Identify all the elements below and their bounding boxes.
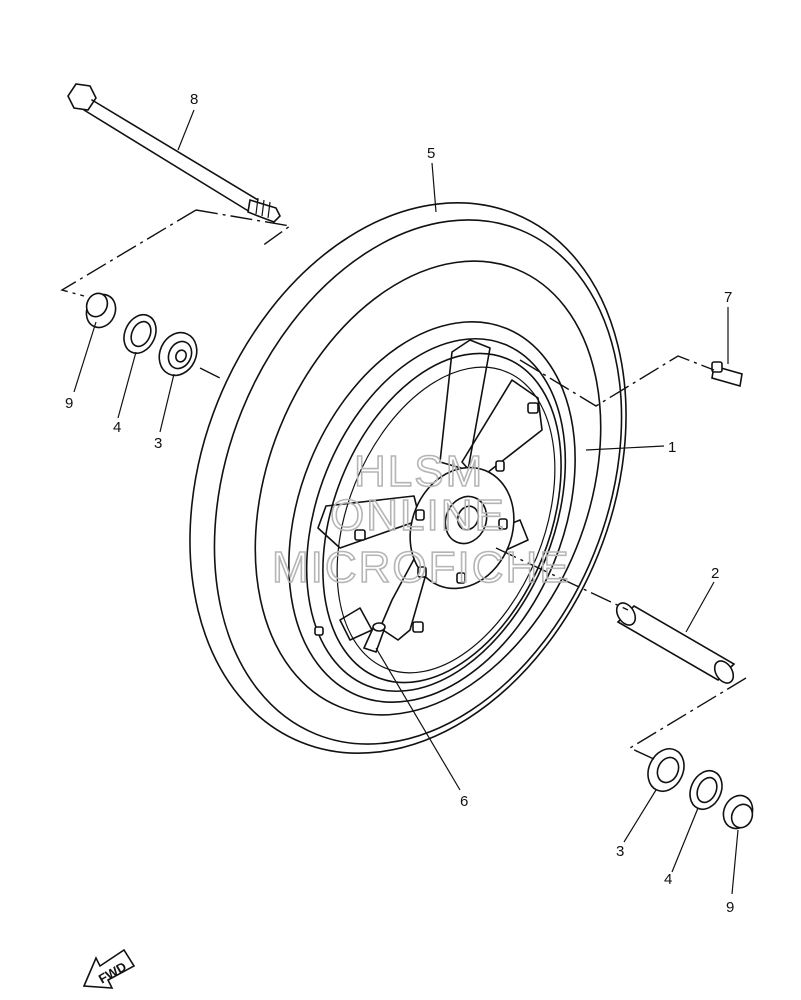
collar-right-small — [722, 794, 754, 830]
assembly-lines — [60, 209, 747, 761]
callout-3-right: 3 — [616, 843, 624, 860]
callouts: 8 5 7 1 2 6 9 4 3 3 4 9 — [65, 91, 734, 916]
balance-weight — [711, 361, 743, 388]
callout-7: 7 — [724, 289, 732, 306]
watermark-line-2: ONLINE — [330, 491, 506, 540]
watermark: HLSM ONLINE MICROFICHE — [271, 446, 571, 593]
watermark-line-3: MICROFICHE — [272, 543, 571, 592]
oil-seal-left — [123, 313, 157, 355]
air-valve — [362, 622, 386, 654]
callout-9-left: 9 — [65, 395, 73, 412]
collar-right — [615, 602, 736, 684]
callout-9-right: 9 — [726, 899, 734, 916]
collar-left — [85, 292, 117, 329]
oil-seal-right — [689, 769, 723, 811]
leader-lines — [73, 109, 739, 895]
callout-3-left: 3 — [154, 435, 162, 452]
cast-wheel — [288, 321, 576, 703]
callout-6: 6 — [460, 793, 468, 810]
tire — [189, 202, 627, 754]
callout-1: 1 — [668, 439, 676, 456]
callout-4-right: 4 — [664, 871, 672, 888]
callout-8: 8 — [190, 91, 198, 108]
fwd-arrow-icon: FWD — [82, 948, 136, 989]
watermark-line-1: HLSM — [354, 447, 484, 496]
callout-5: 5 — [427, 145, 435, 162]
bearing-right — [647, 748, 685, 792]
disc-bolt-holes — [314, 402, 539, 636]
bearing-left — [158, 331, 198, 377]
callout-4-left: 4 — [113, 419, 121, 436]
wheel-axle — [67, 83, 281, 223]
callout-2: 2 — [711, 565, 719, 582]
